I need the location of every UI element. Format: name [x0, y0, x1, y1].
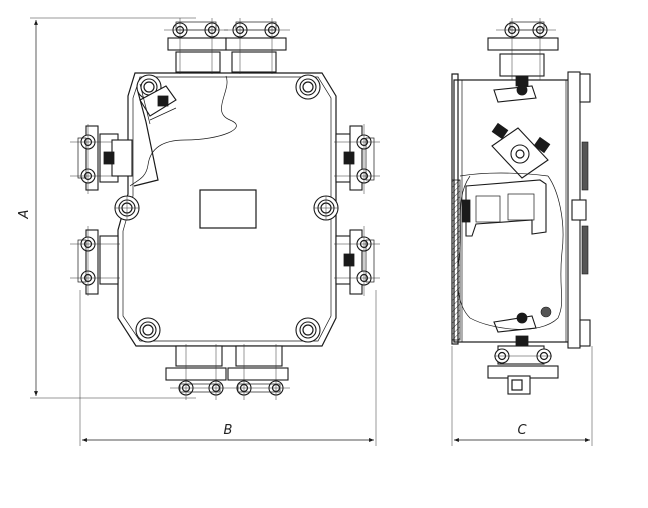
- dimension-a: A: [17, 17, 196, 399]
- cable-gland-bottom-left: [165, 344, 230, 400]
- internal-clamp-top: [493, 84, 537, 103]
- cable-gland-right-lower: [334, 226, 380, 296]
- side-view: [451, 18, 591, 395]
- mounting-hole-bottom-right: [295, 317, 321, 343]
- cable-gland-left-lower: [70, 226, 120, 296]
- dimension-b-label: B: [224, 423, 233, 438]
- dimension-b: B: [79, 290, 377, 446]
- mounting-hole-top-right: [295, 74, 321, 100]
- cable-gland-top-right: [224, 18, 290, 74]
- cutaway-break-line: [129, 75, 237, 187]
- dimension-c: C: [451, 346, 593, 446]
- dimension-c-label: C: [517, 423, 527, 438]
- internal-clamp-diagonal: [491, 122, 551, 179]
- cable-gland-side-top: [487, 18, 559, 87]
- cable-gland-left-upper: [70, 124, 133, 194]
- cable-gland-side-bottom: [487, 335, 559, 395]
- dimension-a-label: A: [17, 210, 32, 220]
- front-view: [70, 18, 380, 400]
- nameplate: [199, 189, 257, 229]
- din-rail-bracket: [461, 179, 547, 237]
- internal-terminal-clamp: [133, 83, 177, 187]
- mounting-hole-bottom-left: [135, 317, 161, 343]
- cable-gland-top-left: [164, 18, 228, 74]
- side-cutaway-break-line: [457, 175, 564, 330]
- cable-gland-right-upper: [334, 124, 380, 194]
- cable-gland-bottom-right: [227, 344, 290, 400]
